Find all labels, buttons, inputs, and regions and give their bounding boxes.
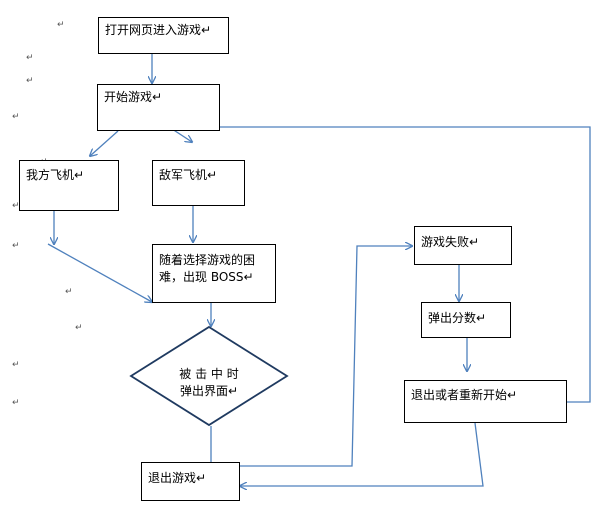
node-my-plane: 我方飞机↵ [19, 160, 119, 211]
node-game-fail-label: 游戏失败↵ [421, 235, 480, 249]
node-start-game-label: 开始游戏↵ [104, 90, 163, 104]
node-boss-line1: 随着选择游戏的困 [159, 253, 256, 267]
arrow-my-plane-to-boss [47, 243, 152, 302]
node-enemy-plane-label: 敌军飞机↵ [159, 168, 218, 182]
node-hit-line1: 被 击 中 时 [179, 367, 239, 381]
paragraph-mark: ↵ [12, 241, 20, 251]
paragraph-mark: ↵ [26, 53, 34, 63]
paragraph-mark: ↵ [57, 20, 65, 30]
node-hit-diamond [129, 325, 289, 427]
node-exit-or-restart: 退出或者重新开始↵ [404, 380, 567, 423]
node-show-score-label: 弹出分数↵ [428, 311, 487, 325]
node-game-fail: 游戏失败↵ [414, 226, 512, 265]
paragraph-mark: ↵ [12, 112, 20, 122]
paragraph-mark: ↵ [26, 76, 34, 86]
paragraph-mark: ↵ [65, 287, 73, 297]
paragraph-mark: ↵ [75, 323, 83, 333]
node-exit-or-restart-label: 退出或者重新开始↵ [411, 388, 518, 402]
paragraph-mark: ↵ [12, 201, 20, 211]
node-enemy-plane: 敌军飞机↵ [152, 160, 245, 206]
node-enter-game-label: 打开网页进入游戏↵ [105, 23, 212, 37]
node-show-score: 弹出分数↵ [421, 302, 511, 338]
arrow-exit-to-fail [240, 246, 412, 467]
node-enter-game: 打开网页进入游戏↵ [98, 17, 229, 54]
node-exit-game-label: 退出游戏↵ [148, 471, 207, 485]
arrow-restart-to-exit [240, 422, 484, 486]
arrow-restart-to-start [198, 127, 591, 403]
node-exit-game: 退出游戏↵ [141, 462, 240, 501]
node-boss-line2: 难，出现 BOSS↵ [159, 270, 254, 284]
node-start-game: 开始游戏↵ [97, 84, 220, 131]
node-hit-line2: 弹出界面↵ [179, 384, 239, 398]
node-hit-popup: 被 击 中 时 弹出界面↵ [163, 366, 255, 400]
paragraph-mark: ↵ [12, 360, 20, 370]
arrow-start-to-my-plane [90, 130, 119, 156]
node-my-plane-label: 我方飞机↵ [26, 168, 85, 182]
node-boss-appears: 随着选择游戏的困 难，出现 BOSS↵ [152, 244, 276, 303]
paragraph-mark: ↵ [12, 398, 20, 408]
